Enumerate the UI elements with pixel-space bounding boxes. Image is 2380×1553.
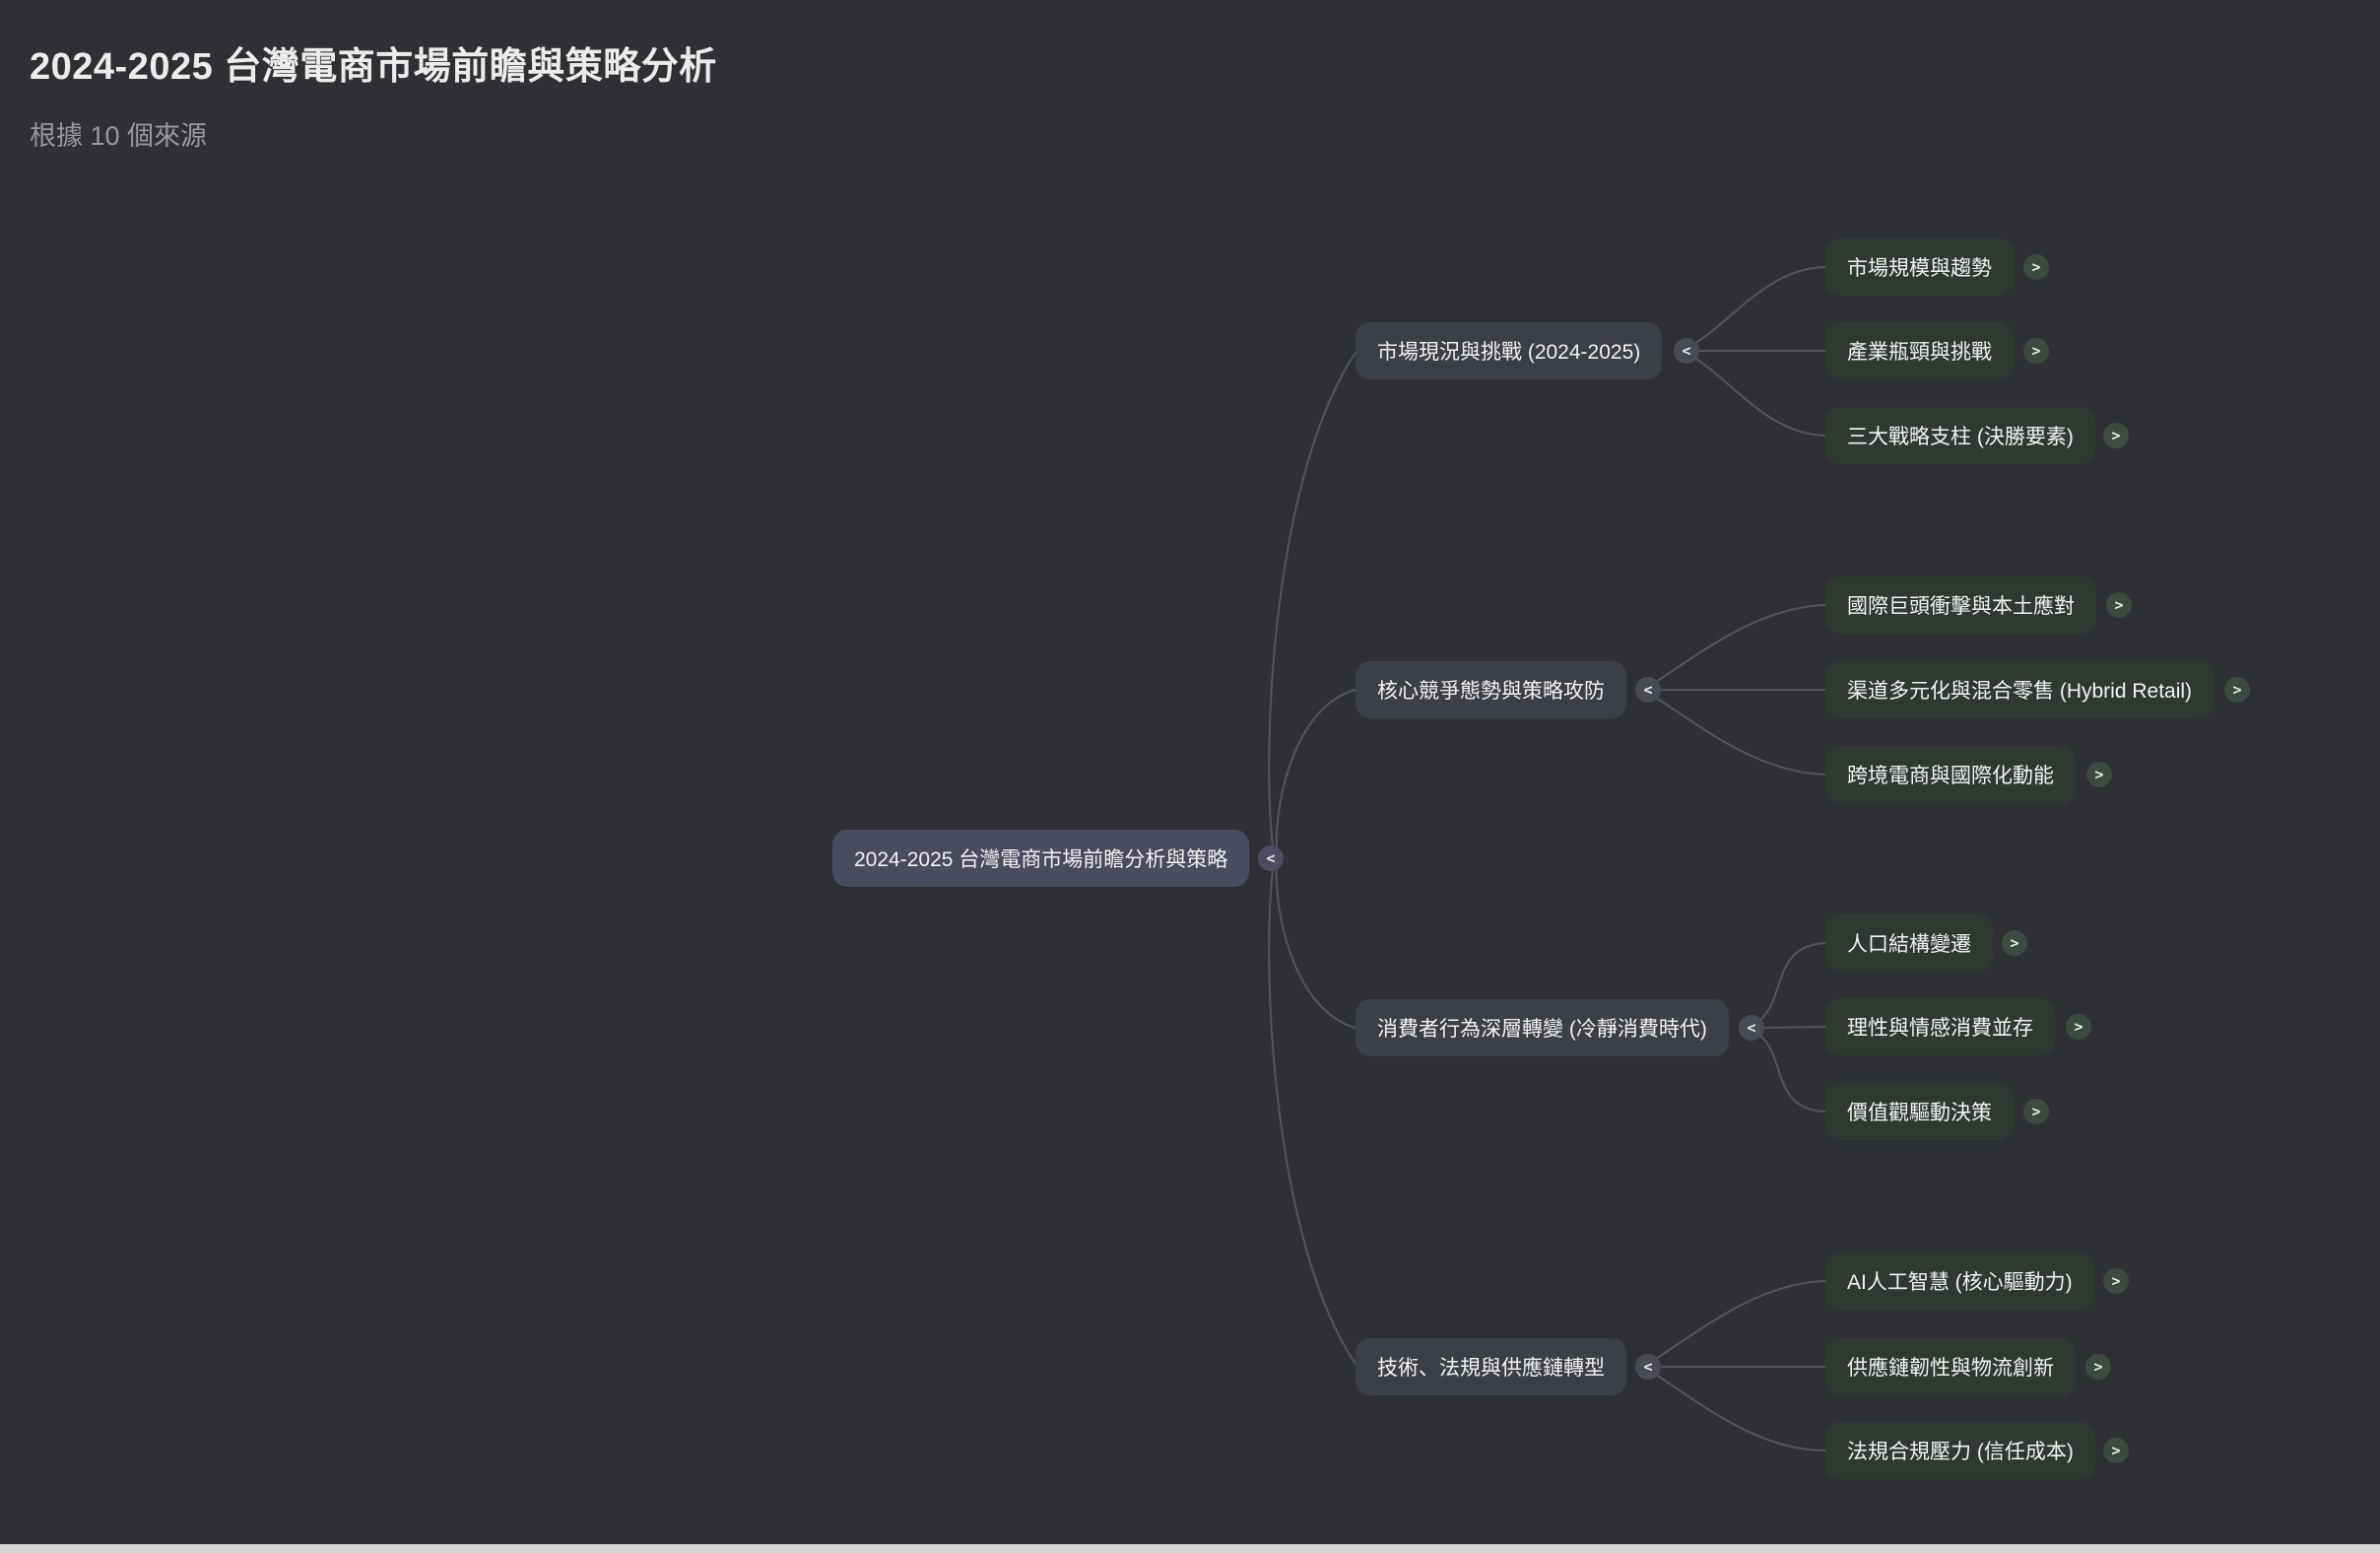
branch-competition-collapse-button[interactable]: < <box>1635 677 1661 703</box>
connector-branch1-leaf3 <box>1693 357 1826 437</box>
node-label: 2024-2025 台灣電商市場前瞻分析與策略 <box>854 848 1228 871</box>
branch-market-status-collapse-button[interactable]: < <box>1674 338 1699 364</box>
node-label: 理性與情感消費並存 <box>1847 1017 2033 1040</box>
connector-branch4-leaf1 <box>1655 1280 1826 1360</box>
leaf-value-driven-expand-button[interactable]: > <box>2023 1099 2049 1124</box>
leaf-node-market-size[interactable]: 市場規模與趨勢 <box>1825 238 2014 296</box>
leaf-market-size-expand-button[interactable]: > <box>2023 254 2049 280</box>
source-count-subtitle: 根據 10 個來源 <box>30 121 208 151</box>
branch-consumer-collapse-button[interactable]: < <box>1739 1015 1764 1041</box>
node-label: 市場現況與挑戰 (2024-2025) <box>1377 341 1641 364</box>
connector-branch2-leaf1 <box>1655 604 1826 683</box>
connector-branch3-leaf2 <box>1762 1026 1826 1029</box>
leaf-global-giants-expand-button[interactable]: > <box>2106 592 2132 618</box>
connector-root-branch1 <box>1268 352 1356 847</box>
connector-root-branch4 <box>1268 869 1356 1365</box>
branch-tech-regulation-collapse-button[interactable]: < <box>1635 1354 1661 1380</box>
node-label: 供應鏈韌性與物流創新 <box>1847 1357 2054 1380</box>
branch-node-market-status[interactable]: 市場現況與挑戰 (2024-2025) <box>1355 322 1663 379</box>
node-label: 產業瓶頸與挑戰 <box>1847 341 1992 364</box>
leaf-rational-emotional-expand-button[interactable]: > <box>2066 1014 2091 1040</box>
leaf-regulation-expand-button[interactable]: > <box>2103 1438 2129 1463</box>
leaf-node-supply-chain[interactable]: 供應鏈韌性與物流創新 <box>1825 1338 2076 1395</box>
node-label: 技術、法規與供應鏈轉型 <box>1377 1357 1605 1380</box>
node-label: 消費者行為深層轉變 (冷靜消費時代) <box>1377 1018 1707 1041</box>
leaf-industry-bottleneck-expand-button[interactable]: > <box>2023 338 2049 364</box>
bottom-scrollbar-track[interactable] <box>0 1544 2380 1553</box>
node-label: AI人工智慧 (核心驅動力) <box>1847 1271 2073 1294</box>
root-collapse-button[interactable]: < <box>1258 845 1284 871</box>
connector-branch2-leaf3 <box>1655 697 1826 776</box>
branch-node-consumer[interactable]: 消費者行為深層轉變 (冷靜消費時代) <box>1355 999 1729 1056</box>
leaf-channel-diversification-expand-button[interactable]: > <box>2224 677 2250 703</box>
page-title: 2024-2025 台灣電商市場前瞻與策略分析 <box>30 46 717 88</box>
node-label: 三大戰略支柱 (決勝要素) <box>1847 426 2074 448</box>
leaf-ai-expand-button[interactable]: > <box>2103 1268 2129 1294</box>
node-label: 價值觀驅動決策 <box>1847 1102 1992 1124</box>
leaf-demographics-expand-button[interactable]: > <box>2002 930 2027 956</box>
node-label: 市場規模與趨勢 <box>1847 257 1992 280</box>
leaf-supply-chain-expand-button[interactable]: > <box>2085 1354 2111 1380</box>
root-node[interactable]: 2024-2025 台灣電商市場前瞻分析與策略 <box>832 830 1250 887</box>
branch-node-competition[interactable]: 核心競爭態勢與策略攻防 <box>1355 661 1626 718</box>
connector-root-branch2 <box>1275 689 1356 849</box>
node-label: 跨境電商與國際化動能 <box>1847 765 2054 787</box>
connector-branch1-leaf1 <box>1693 266 1826 345</box>
leaf-node-demographics[interactable]: 人口結構變遷 <box>1825 914 1993 972</box>
leaf-node-value-driven[interactable]: 價值觀驅動決策 <box>1825 1083 2014 1140</box>
leaf-node-regulation[interactable]: 法規合規壓力 (信任成本) <box>1825 1422 2095 1479</box>
leaf-node-industry-bottleneck[interactable]: 產業瓶頸與挑戰 <box>1825 322 2014 379</box>
connector-root-branch3 <box>1275 868 1356 1029</box>
leaf-node-global-giants[interactable]: 國際巨頭衝擊與本土應對 <box>1825 576 2096 634</box>
node-label: 國際巨頭衝擊與本土應對 <box>1847 595 2075 618</box>
node-label: 法規合規壓力 (信任成本) <box>1847 1441 2074 1463</box>
node-label: 渠道多元化與混合零售 (Hybrid Retail) <box>1847 680 2193 703</box>
connector-branch3-leaf1 <box>1758 942 1826 1022</box>
leaf-node-crossborder[interactable]: 跨境電商與國際化動能 <box>1825 746 2076 803</box>
connector-branch3-leaf3 <box>1758 1034 1826 1113</box>
branch-node-tech-regulation[interactable]: 技術、法規與供應鏈轉型 <box>1355 1338 1626 1395</box>
node-label: 人口結構變遷 <box>1847 933 1971 956</box>
leaf-crossborder-expand-button[interactable]: > <box>2086 762 2112 787</box>
connector-branch4-leaf3 <box>1655 1374 1826 1452</box>
leaf-node-channel-diversification[interactable]: 渠道多元化與混合零售 (Hybrid Retail) <box>1825 661 2215 718</box>
leaf-three-pillars-expand-button[interactable]: > <box>2103 423 2129 448</box>
leaf-node-ai[interactable]: AI人工智慧 (核心驅動力) <box>1825 1252 2094 1310</box>
node-label: 核心競爭態勢與策略攻防 <box>1377 680 1605 703</box>
leaf-node-rational-emotional[interactable]: 理性與情感消費並存 <box>1825 998 2055 1055</box>
leaf-node-three-pillars[interactable]: 三大戰略支柱 (決勝要素) <box>1825 407 2095 464</box>
